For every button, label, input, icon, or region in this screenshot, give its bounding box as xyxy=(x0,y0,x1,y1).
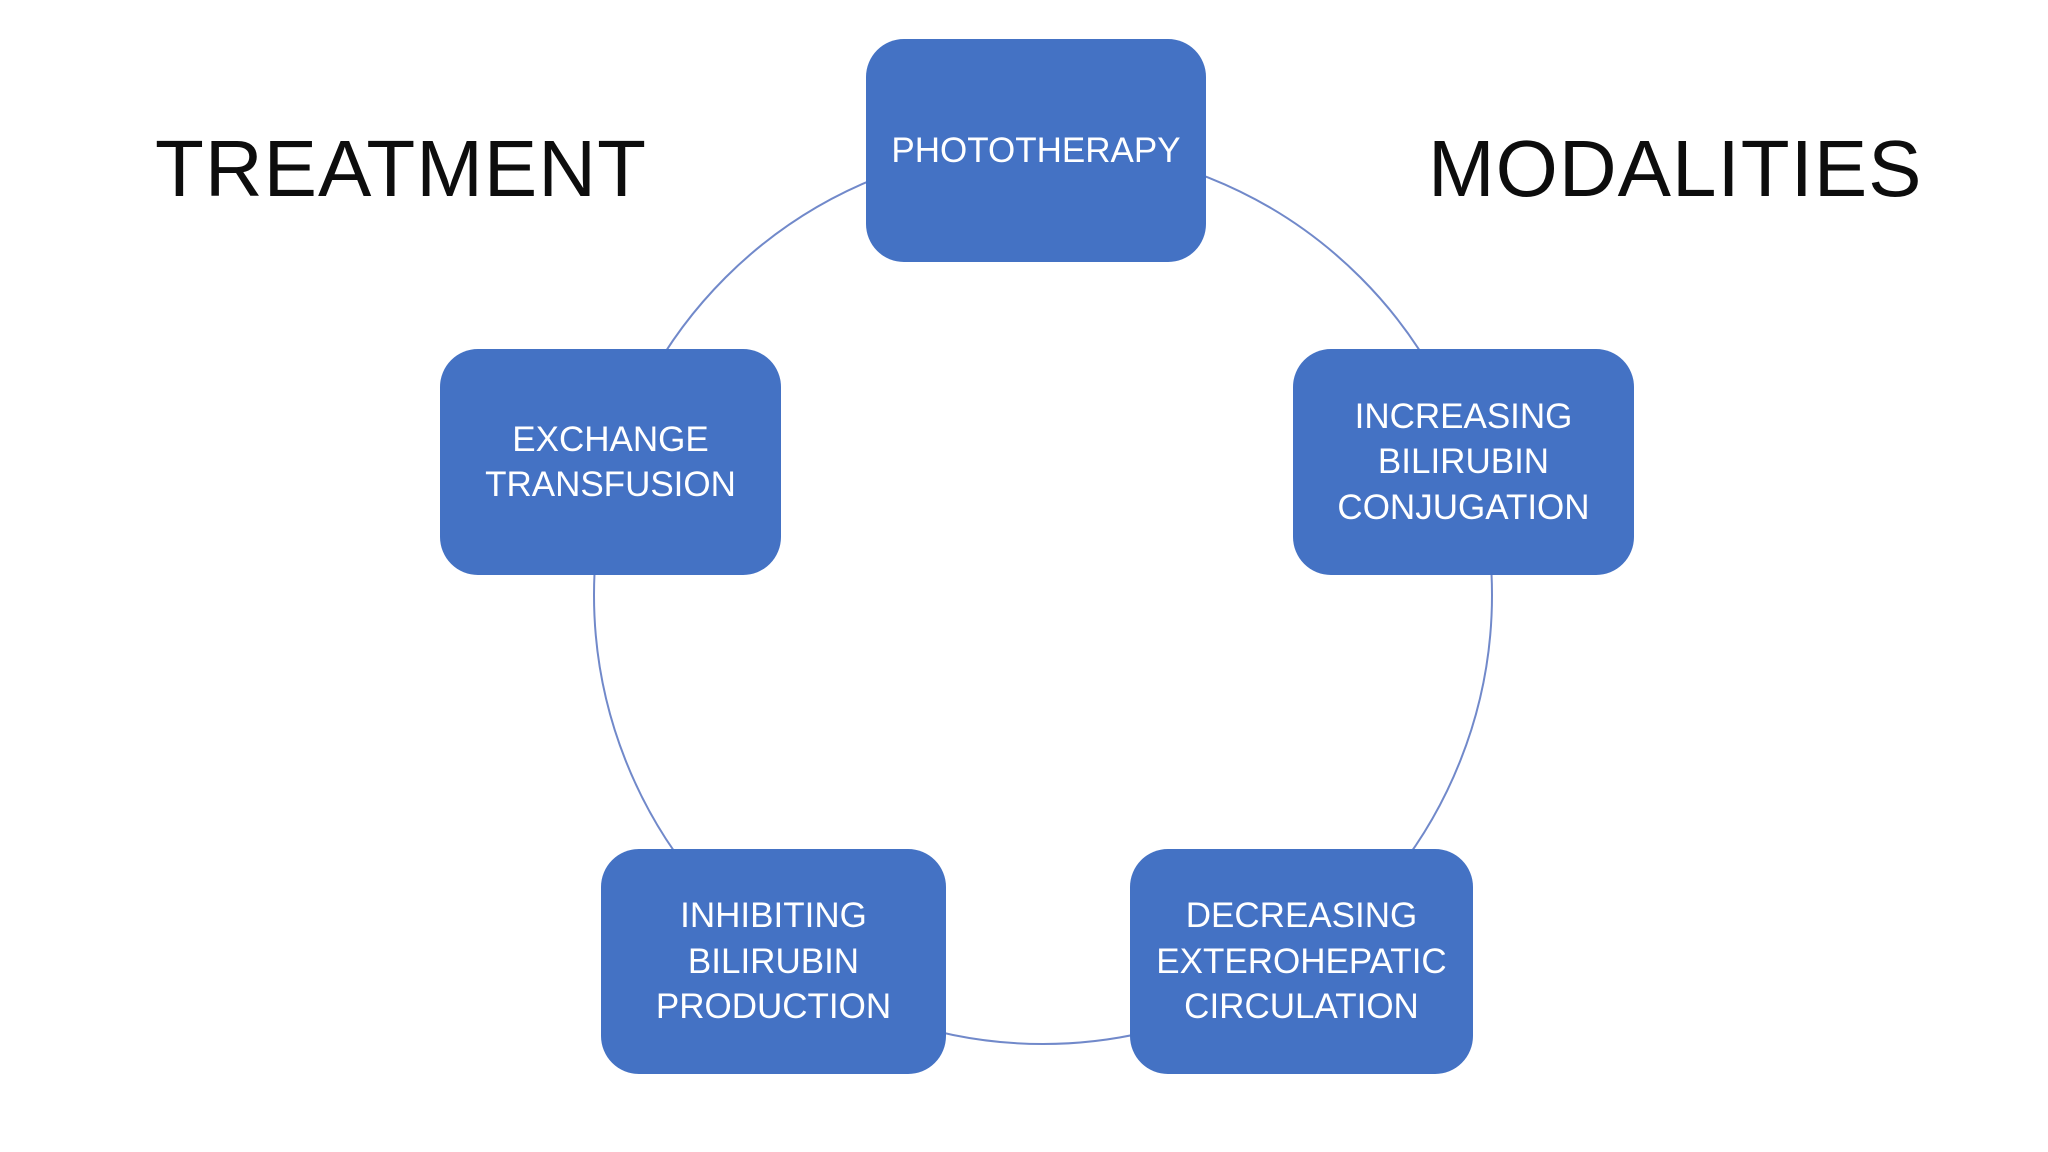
node-phototherapy-label: PHOTOTHERAPY xyxy=(891,130,1181,170)
node-inhibiting-bilirubin-production: INHIBITING BILIRUBIN PRODUCTION xyxy=(601,849,946,1074)
node-increasing-bilirubin-conjugation: INCREASING BILIRUBIN CONJUGATION xyxy=(1293,349,1634,575)
slide-title-treatment: TREATMENT xyxy=(155,124,647,213)
slide-title-modalities: MODALITIES xyxy=(1428,124,1923,213)
node-inhibiting-bilirubin-production-label: INHIBITING BILIRUBIN PRODUCTION xyxy=(655,896,892,1027)
node-decreasing-exterohepatic-circulation: DECREASING EXTEROHEPATIC CIRCULATION xyxy=(1130,849,1473,1074)
node-exchange-transfusion: EXCHANGE TRANSFUSION xyxy=(440,349,781,575)
node-increasing-bilirubin-conjugation-label: INCREASING BILIRUBIN CONJUGATION xyxy=(1337,396,1590,527)
node-decreasing-exterohepatic-circulation-label: DECREASING EXTEROHEPATIC CIRCULATION xyxy=(1156,896,1447,1027)
node-phototherapy: PHOTOTHERAPY xyxy=(866,39,1206,262)
node-exchange-transfusion-label: EXCHANGE TRANSFUSION xyxy=(485,419,736,505)
